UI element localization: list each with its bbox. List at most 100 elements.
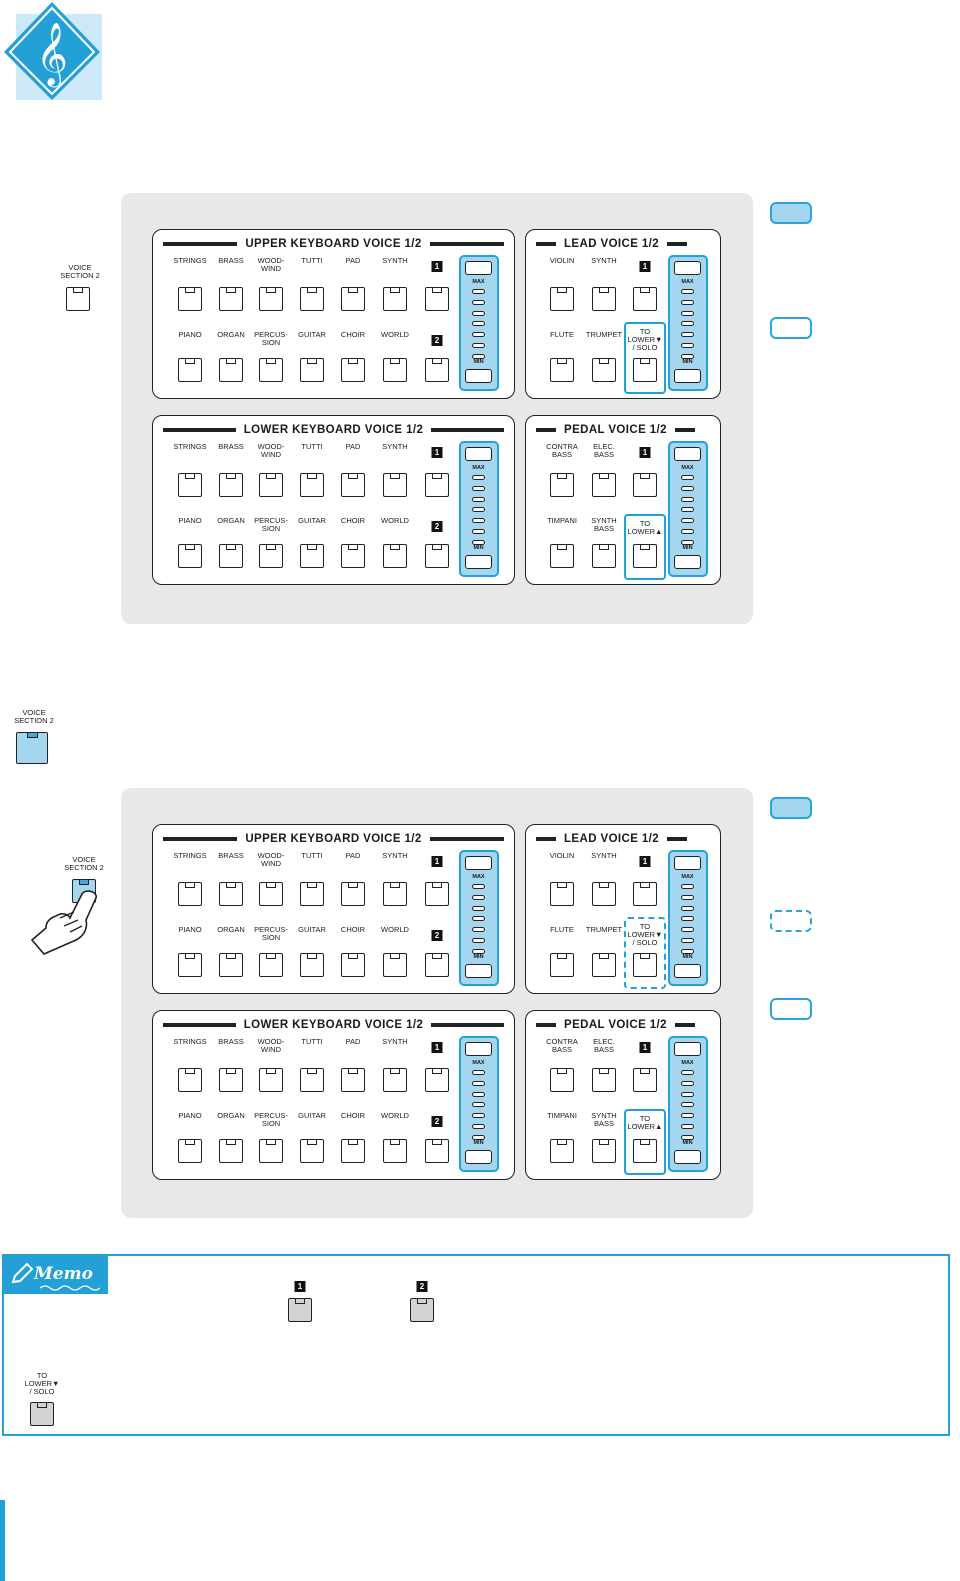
drawbar-min-button[interactable]: [465, 555, 492, 569]
voice-button-upper-row-0[interactable]: [550, 882, 574, 906]
voice-button-lower-row-0[interactable]: [550, 953, 574, 977]
part-2-button[interactable]: [425, 953, 449, 977]
voice-button-upper-row-2[interactable]: [259, 473, 283, 497]
voice-button-lower-row-5[interactable]: [383, 953, 407, 977]
voice-button-lower-row-4[interactable]: [341, 358, 365, 382]
voice-button-lower-row-5[interactable]: [383, 1139, 407, 1163]
part-2-button[interactable]: [425, 544, 449, 568]
memo-to-lower-button[interactable]: [30, 1402, 54, 1426]
part-1-button[interactable]: [633, 287, 657, 311]
voice-button-lower-row-4[interactable]: [341, 953, 365, 977]
voice-button-lower-row-0[interactable]: [178, 544, 202, 568]
voice-button-upper-row-1[interactable]: [592, 882, 616, 906]
voice-section-2-button[interactable]: [66, 287, 90, 311]
part-1-button[interactable]: [425, 882, 449, 906]
voice-button-lower-row-2[interactable]: [259, 544, 283, 568]
drawbar-max-button[interactable]: [674, 856, 701, 870]
to-lower-button[interactable]: [633, 358, 657, 382]
voice-button-upper-row-5[interactable]: [383, 287, 407, 311]
drawbar-min-button[interactable]: [465, 964, 492, 978]
voice-button-upper-row-4[interactable]: [341, 1068, 365, 1092]
voice-button-lower-row-1[interactable]: [592, 544, 616, 568]
part-1-button[interactable]: [425, 1068, 449, 1092]
part-1-button[interactable]: [633, 1068, 657, 1092]
voice-button-lower-row-1[interactable]: [592, 1139, 616, 1163]
voice-button-upper-row-0[interactable]: [550, 1068, 574, 1092]
drawbar-min-button[interactable]: [674, 964, 701, 978]
voice-button-lower-row-1[interactable]: [219, 544, 243, 568]
voice-button-upper-row-2[interactable]: [259, 882, 283, 906]
voice-section-2-button-lit[interactable]: [16, 732, 48, 764]
part-1-button[interactable]: [633, 473, 657, 497]
memo-button-2[interactable]: [410, 1298, 434, 1322]
voice-button-upper-row-1[interactable]: [592, 473, 616, 497]
voice-button-lower-row-1[interactable]: [219, 953, 243, 977]
voice-button-lower-row-5[interactable]: [383, 358, 407, 382]
drawbar-min-button[interactable]: [674, 555, 701, 569]
voice-button-upper-row-4[interactable]: [341, 473, 365, 497]
voice-button-lower-row-0[interactable]: [550, 544, 574, 568]
voice-button-lower-row-4[interactable]: [341, 544, 365, 568]
drawbar-max-button[interactable]: [465, 1042, 492, 1056]
to-lower-button[interactable]: [633, 1139, 657, 1163]
voice-button-upper-row-3[interactable]: [300, 287, 324, 311]
voice-button-upper-row-3[interactable]: [300, 882, 324, 906]
voice-button-upper-row-1[interactable]: [592, 287, 616, 311]
voice-button-lower-row-3[interactable]: [300, 953, 324, 977]
voice-button-upper-row-4[interactable]: [341, 287, 365, 311]
voice-button-upper-row-1[interactable]: [592, 1068, 616, 1092]
voice-button-lower-row-0[interactable]: [550, 358, 574, 382]
voice-button-lower-row-2[interactable]: [259, 358, 283, 382]
voice-button-lower-row-0[interactable]: [550, 1139, 574, 1163]
voice-button-lower-row-4[interactable]: [341, 1139, 365, 1163]
voice-button-lower-row-1[interactable]: [592, 953, 616, 977]
voice-button-upper-row-5[interactable]: [383, 473, 407, 497]
voice-button-lower-row-2[interactable]: [259, 1139, 283, 1163]
part-1-button[interactable]: [633, 882, 657, 906]
voice-button-upper-row-0[interactable]: [178, 1068, 202, 1092]
drawbar-min-button[interactable]: [465, 369, 492, 383]
voice-button-upper-row-5[interactable]: [383, 1068, 407, 1092]
voice-button-lower-row-0[interactable]: [178, 953, 202, 977]
drawbar-max-button[interactable]: [674, 1042, 701, 1056]
voice-button-lower-row-5[interactable]: [383, 544, 407, 568]
drawbar-max-button[interactable]: [674, 447, 701, 461]
voice-button-upper-row-1[interactable]: [219, 287, 243, 311]
voice-button-upper-row-3[interactable]: [300, 1068, 324, 1092]
voice-button-upper-row-2[interactable]: [259, 1068, 283, 1092]
voice-button-lower-row-1[interactable]: [219, 358, 243, 382]
drawbar-max-button[interactable]: [465, 856, 492, 870]
voice-button-upper-row-0[interactable]: [178, 473, 202, 497]
voice-button-upper-row-1[interactable]: [219, 473, 243, 497]
drawbar-min-button[interactable]: [674, 369, 701, 383]
voice-button-upper-row-2[interactable]: [259, 287, 283, 311]
voice-button-lower-row-1[interactable]: [219, 1139, 243, 1163]
voice-button-lower-row-0[interactable]: [178, 358, 202, 382]
voice-button-lower-row-3[interactable]: [300, 1139, 324, 1163]
voice-button-upper-row-1[interactable]: [219, 882, 243, 906]
memo-button-1[interactable]: [288, 1298, 312, 1322]
voice-button-upper-row-0[interactable]: [178, 882, 202, 906]
drawbar-max-button[interactable]: [465, 447, 492, 461]
voice-button-lower-row-3[interactable]: [300, 358, 324, 382]
drawbar-min-button[interactable]: [674, 1150, 701, 1164]
voice-button-lower-row-3[interactable]: [300, 544, 324, 568]
voice-button-lower-row-0[interactable]: [178, 1139, 202, 1163]
voice-button-upper-row-5[interactable]: [383, 882, 407, 906]
drawbar-max-button[interactable]: [465, 261, 492, 275]
part-1-button[interactable]: [425, 473, 449, 497]
drawbar-min-button[interactable]: [465, 1150, 492, 1164]
voice-button-upper-row-0[interactable]: [178, 287, 202, 311]
to-lower-button[interactable]: [633, 544, 657, 568]
part-1-button[interactable]: [425, 287, 449, 311]
voice-button-upper-row-3[interactable]: [300, 473, 324, 497]
part-2-button[interactable]: [425, 358, 449, 382]
